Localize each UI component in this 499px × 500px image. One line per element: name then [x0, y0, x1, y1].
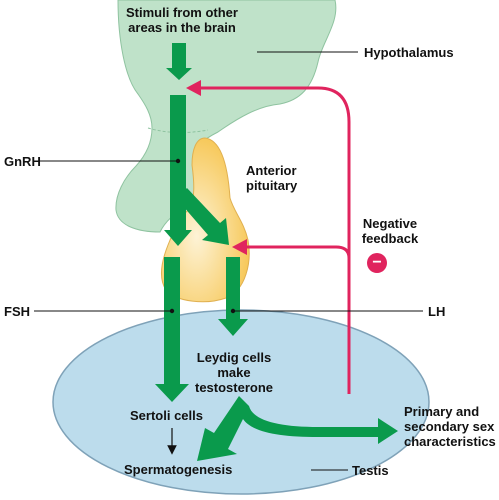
characteristics-label-line-3: characteristics — [404, 434, 496, 449]
negative-feedback-label: Negative feedback — [352, 216, 428, 246]
fsh-arrow[interactable] — [155, 257, 189, 402]
negative-feedback-label-line-2: feedback — [361, 231, 419, 246]
testis-label: Testis — [352, 463, 389, 478]
hypothalamus-boundary — [147, 127, 209, 134]
anterior-pituitary-label-line-2: pituitary — [246, 178, 298, 193]
hypothalamus-label: Hypothalamus — [364, 45, 454, 60]
anterior-pituitary-label-line-1: Anterior — [246, 163, 297, 178]
fsh-dot — [169, 308, 175, 314]
lh-arrow[interactable] — [218, 257, 248, 336]
feedback-line-hypothalamus — [200, 86, 351, 394]
feedback-arrowhead-pituitary — [232, 239, 247, 255]
sertoli-label: Sertoli cells — [130, 408, 203, 423]
feedback-arrowhead-hypothalamus — [186, 80, 201, 96]
testosterone-arrow[interactable] — [197, 396, 398, 461]
anterior-pituitary-label: Anterior pituitary — [246, 163, 297, 193]
leydig-label-line-1: Leydig cells — [196, 350, 272, 365]
negative-feedback-label-line-1: Negative — [362, 216, 418, 231]
gnrh-label: GnRH — [4, 154, 41, 169]
stimuli-label-line-1: Stimuli from other — [126, 5, 238, 20]
lh-label: LH — [428, 304, 446, 319]
negative-feedback-minus-icon: − — [367, 253, 387, 273]
stimuli-label-line-2: areas in the brain — [128, 20, 236, 35]
leydig-label: Leydig cells make testosterone — [176, 350, 292, 395]
gnrh-branch-arrow[interactable] — [176, 188, 229, 245]
stimuli-label: Stimuli from other areas in the brain — [97, 5, 267, 35]
leydig-label-line-2: make — [217, 365, 251, 380]
characteristics-label-line-2: secondary sex — [404, 419, 495, 434]
characteristics-label-line-1: Primary and — [404, 404, 480, 419]
characteristics-label: Primary and secondary sex characteristic… — [404, 404, 496, 449]
gnrh-dot — [175, 158, 181, 164]
stimuli-arrow[interactable] — [166, 43, 192, 80]
lh-dot — [230, 308, 236, 314]
spermatogenesis-label: Spermatogenesis — [124, 462, 233, 477]
fsh-label: FSH — [4, 304, 30, 319]
leydig-label-line-3: testosterone — [194, 380, 274, 395]
feedback-line-pituitary — [246, 245, 351, 259]
